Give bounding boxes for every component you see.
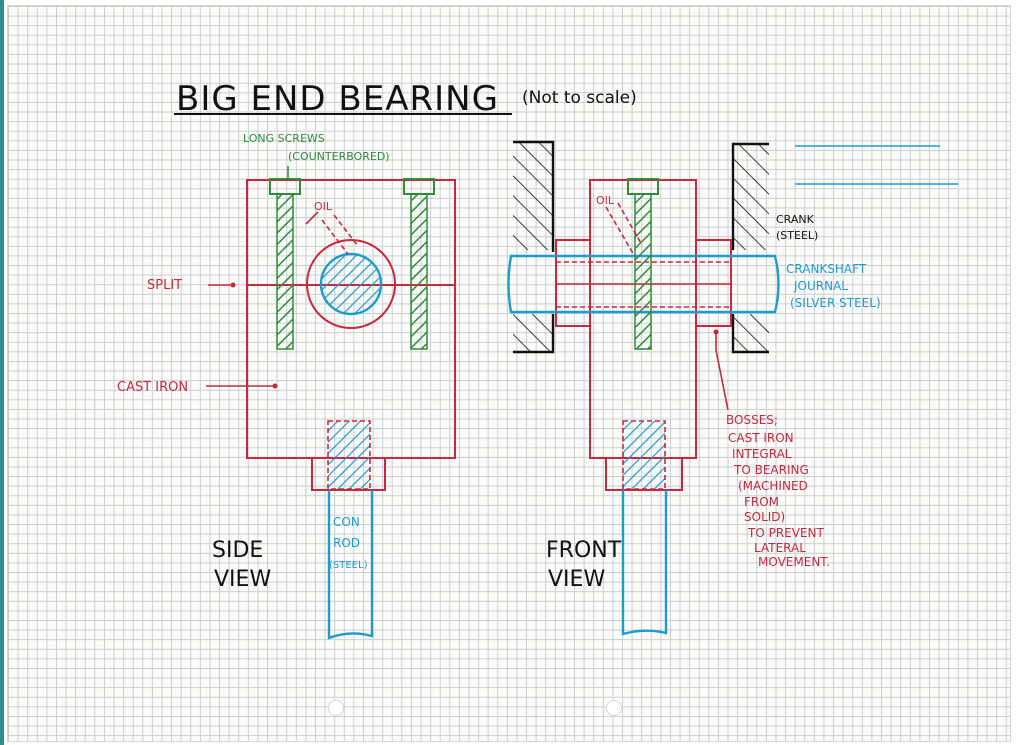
front-con-rod xyxy=(621,490,668,636)
cast-iron-leader-dot xyxy=(272,383,278,389)
bosses-note-6: FROM xyxy=(744,495,779,509)
front-oil-label: OIL xyxy=(596,194,615,207)
split-leader-dot xyxy=(230,282,236,288)
journal-label-3: (SILVER STEEL) xyxy=(790,296,881,310)
side-screw-head-left xyxy=(269,178,301,195)
side-view-label-1: SIDE xyxy=(212,538,263,563)
side-screw-head-right xyxy=(403,178,435,195)
side-oil-label: OIL xyxy=(314,200,333,213)
side-con-rod xyxy=(327,490,374,640)
title-block: BIG END BEARING (Not to scale) xyxy=(174,79,637,119)
side-oil-hole-b xyxy=(333,214,359,247)
crank-web-left-bottom xyxy=(513,314,553,352)
side-screw-right xyxy=(410,193,428,350)
bosses-leader xyxy=(715,332,729,411)
binder-edge xyxy=(0,0,4,745)
front-boss-left xyxy=(555,239,591,327)
crank-web-left-bottom-outline xyxy=(513,314,555,354)
side-view-label-2: VIEW xyxy=(214,567,271,592)
crank-label-2: (STEEL) xyxy=(776,229,818,242)
journal-label-1: CRANKSHAFT xyxy=(786,262,867,276)
bosses-note-7: SOLID) xyxy=(744,510,785,524)
bosses-note-3: INTEGRAL xyxy=(732,447,792,461)
journal-label-2: JOURNAL xyxy=(793,279,848,293)
front-view-label-1: FRONT xyxy=(546,538,622,563)
front-oil-hole-a xyxy=(605,206,635,256)
crank-web-right-bottom xyxy=(733,314,769,352)
bosses-note-1: BOSSES; xyxy=(726,413,778,427)
front-view-label-2: VIEW xyxy=(548,567,605,592)
front-boss-right xyxy=(695,239,732,327)
side-screw-left xyxy=(276,193,294,350)
front-view: OIL CRANK (STEEL) CRANKSHAFT JOURNAL (SI… xyxy=(507,140,958,636)
side-view: OIL CON ROD (STEEL) LONG SCREWS (COUNTER… xyxy=(117,132,456,640)
grid-sheet xyxy=(8,6,1010,741)
con-rod-label-1: CON xyxy=(333,515,360,529)
bosses-leader-dot xyxy=(713,329,719,335)
crank-web-left-top-outline xyxy=(513,140,555,252)
page-subtitle: (Not to scale) xyxy=(522,88,637,108)
front-screw-head xyxy=(627,178,659,195)
bosses-note-4: TO BEARING xyxy=(733,463,809,477)
bosses-note-10: MOVEMENT. xyxy=(758,555,830,569)
side-journal-section xyxy=(319,252,383,316)
side-bearing-ring xyxy=(306,239,396,329)
bosses-note-8: TO PREVENT xyxy=(747,526,825,540)
con-rod-label-2: ROD xyxy=(333,536,360,550)
front-screw xyxy=(634,193,652,350)
side-rod-thread xyxy=(327,420,371,490)
cast-iron-label: CAST IRON xyxy=(117,380,188,395)
long-screws-label-2: (COUNTERBORED) xyxy=(288,150,390,163)
crank-web-right-bottom-outline xyxy=(731,314,769,354)
crank-web-left-top xyxy=(513,142,553,250)
punch-hole-left xyxy=(328,700,344,716)
crankshaft-journal xyxy=(507,254,780,314)
bosses-note-5: (MACHINED xyxy=(738,479,808,493)
con-rod-label-3: (STEEL) xyxy=(329,560,368,571)
split-label: SPLIT xyxy=(147,278,182,293)
crank-label-1: CRANK xyxy=(776,213,815,226)
bosses-note-9: LATERAL xyxy=(754,541,806,555)
crank-web-right-top xyxy=(733,144,769,250)
bosses-note-2: CAST IRON xyxy=(728,431,794,445)
crank-web-right-top-outline xyxy=(731,142,769,250)
side-oil-hole-a xyxy=(321,219,349,255)
front-oil-hole-b xyxy=(617,202,643,246)
front-rod-thread xyxy=(622,420,666,490)
page-title: BIG END BEARING xyxy=(176,79,499,119)
long-screws-label-1: LONG SCREWS xyxy=(243,132,325,145)
side-oil-leader xyxy=(305,211,319,225)
punch-hole-right xyxy=(606,700,622,716)
